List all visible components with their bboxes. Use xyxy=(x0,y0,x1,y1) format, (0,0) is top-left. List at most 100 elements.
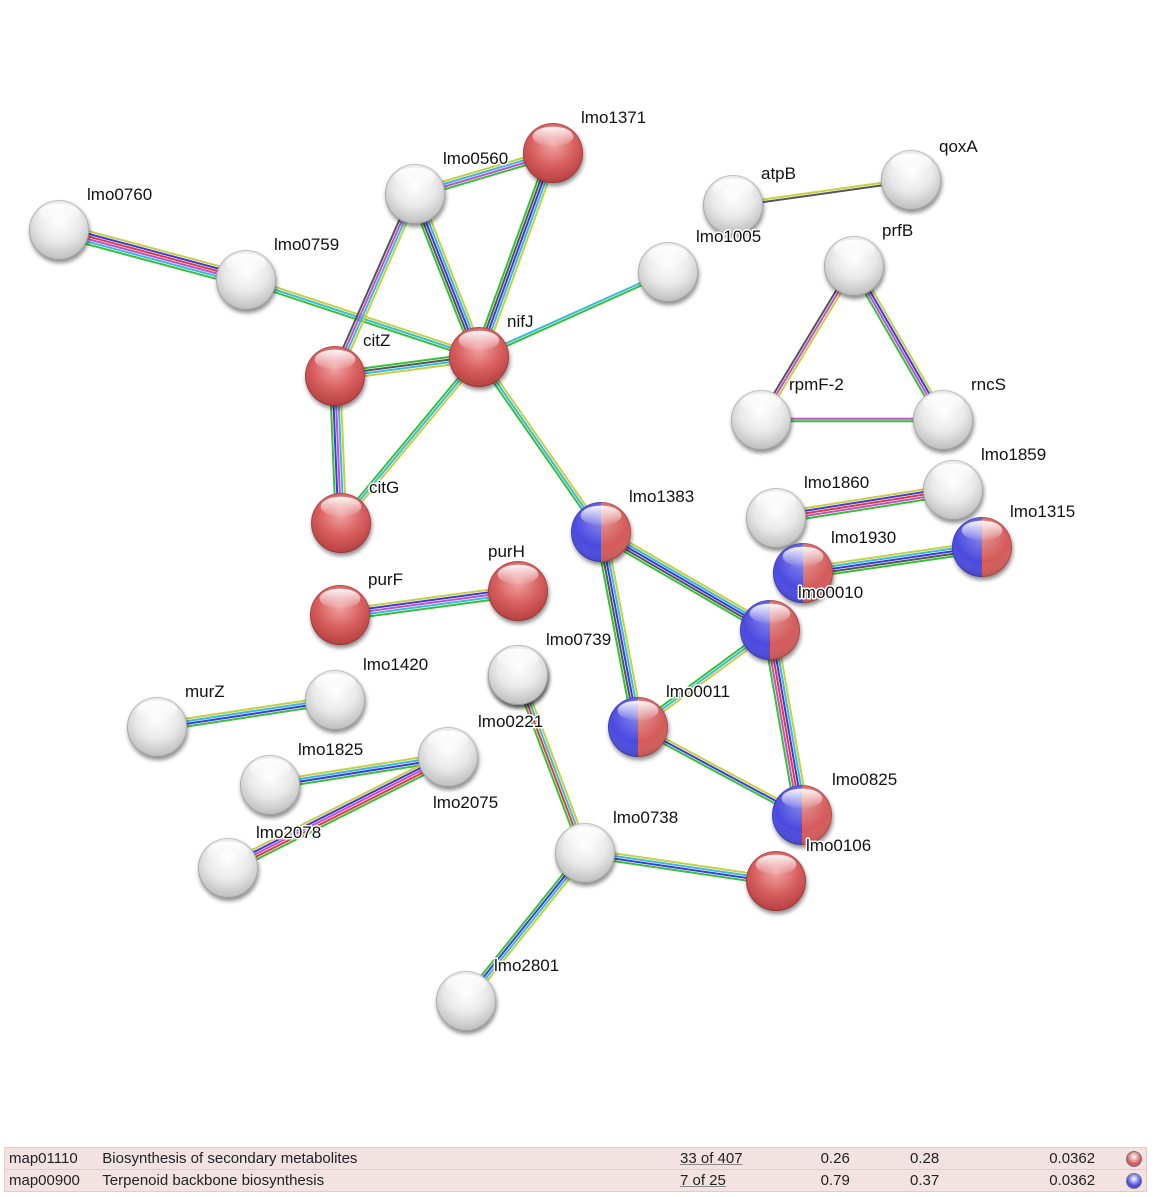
edge-lmo0560-citZ[interactable] xyxy=(330,192,420,378)
node-lmo1371[interactable]: lmo1371 xyxy=(523,107,648,183)
node-lmo0010[interactable]: lmo0010 xyxy=(740,582,865,660)
protein-network[interactable]: lmo0760 lmo0759 lmo0560 lmo1371 atpB qoxA lmo1… xyxy=(0,0,1170,1080)
node-prfB[interactable]: prfB xyxy=(824,220,915,296)
node-lmo2801[interactable]: lmo2801 xyxy=(436,955,561,1031)
edge-nifJ-lmo1005[interactable] xyxy=(478,269,669,360)
node-sphere xyxy=(824,236,884,296)
node-sphere xyxy=(731,390,791,450)
node-label: lmo2078 xyxy=(256,823,321,842)
node-lmo0221[interactable]: lmo0221 xyxy=(477,645,548,733)
legend-row[interactable]: map00900 Terpenoid backbone biosynthesis… xyxy=(4,1169,1147,1192)
edge-evidence-line xyxy=(464,851,585,1001)
edge-evidence-line xyxy=(637,726,803,816)
edge-lmo2078-lmo2075[interactable] xyxy=(225,751,451,874)
edge-evidence-line xyxy=(478,269,668,357)
edge-lmo0738-lmo0106[interactable] xyxy=(584,848,777,886)
node-lmo1420[interactable]: lmo1420 xyxy=(305,654,430,730)
node-purH[interactable]: purH xyxy=(487,541,548,621)
edge-lmo1383-lmo0011[interactable] xyxy=(594,530,645,729)
edge-lmo0011-lmo0825[interactable] xyxy=(636,723,804,819)
node-sphere xyxy=(608,697,668,757)
edge-evidence-line xyxy=(335,194,418,377)
edge-rpmF-2-rncS[interactable] xyxy=(761,417,943,423)
edge-lmo1383-lmo0010[interactable] xyxy=(597,526,774,636)
edge-nifJ-citG[interactable] xyxy=(338,354,482,526)
edge-lmo0739-lmo0738[interactable] xyxy=(513,673,590,855)
node-sphere xyxy=(29,200,89,260)
node-label: lmo0560 xyxy=(443,149,508,168)
node-label: lmo0221 xyxy=(478,712,543,731)
node-label: citZ xyxy=(363,331,390,350)
node-lmo2075[interactable]: lmo2075 xyxy=(418,727,500,814)
node-sphere xyxy=(703,175,763,235)
edge-evidence-line xyxy=(59,225,248,278)
term-signal: 0.28 xyxy=(910,1150,940,1167)
node-citZ[interactable]: citZ xyxy=(305,330,392,406)
term-count[interactable]: 7 of 25 xyxy=(680,1172,726,1189)
node-lmo1859[interactable]: lmo1859 xyxy=(923,444,1048,520)
node-label: nifJ xyxy=(507,312,533,331)
edge-lmo0010-lmo0825[interactable] xyxy=(762,628,810,817)
node-qoxA[interactable]: qoxA xyxy=(881,136,980,210)
nodes-layer: lmo0760 lmo0759 lmo0560 lmo1371 atpB qoxA lmo1… xyxy=(29,107,1077,1031)
edge-nifJ-lmo1383[interactable] xyxy=(476,354,604,535)
node-label: prfB xyxy=(882,221,913,240)
term-id: map00900 xyxy=(9,1172,80,1189)
color-swatch-icon[interactable] xyxy=(1126,1151,1142,1168)
edge-lmo1371-nifJ[interactable] xyxy=(473,150,559,360)
term-description: Terpenoid backbone biosynthesis xyxy=(102,1172,325,1189)
node-lmo0759[interactable]: lmo0759 xyxy=(216,234,341,310)
node-lmo1860[interactable]: lmo1860 xyxy=(746,472,871,548)
node-rncS[interactable]: rncS xyxy=(913,374,1007,450)
node-lmo1825[interactable]: lmo1825 xyxy=(240,739,365,815)
node-nifJ[interactable]: nifJ xyxy=(449,311,535,387)
edge-murZ-lmo1420[interactable] xyxy=(156,695,336,732)
legend-row[interactable]: map01110 Biosynthesis of secondary metab… xyxy=(4,1147,1147,1170)
node-murZ[interactable]: murZ xyxy=(127,681,226,757)
edge-evidence-line xyxy=(597,532,637,728)
node-sphere xyxy=(385,164,445,224)
edge-evidence-line xyxy=(762,630,797,817)
node-lmo0760[interactable]: lmo0760 xyxy=(29,184,154,260)
node-lmo0738[interactable]: lmo0738 xyxy=(555,807,680,883)
node-lmo0106[interactable]: lmo0106 xyxy=(746,835,873,911)
edge-evidence-line xyxy=(342,358,482,526)
node-atpB[interactable]: atpB xyxy=(703,163,797,235)
color-swatch-icon[interactable] xyxy=(1126,1173,1142,1190)
term-count[interactable]: 33 of 407 xyxy=(680,1150,743,1167)
node-lmo0011[interactable]: lmo0011 xyxy=(608,681,731,757)
node-lmo1930[interactable]: lmo1930 xyxy=(773,527,898,603)
term-description: Biosynthesis of secondary metabolites xyxy=(102,1150,358,1167)
edge-lmo0738-lmo2801[interactable] xyxy=(462,849,589,1005)
node-label: lmo1371 xyxy=(581,108,646,127)
edge-evidence-line xyxy=(585,850,777,881)
edge-evidence-line xyxy=(339,587,518,614)
edge-evidence-line xyxy=(584,853,776,884)
edge-evidence-line xyxy=(330,192,413,375)
node-lmo0825[interactable]: lmo0825 xyxy=(772,769,899,845)
node-purF[interactable]: purF xyxy=(310,569,404,645)
node-sphere xyxy=(240,755,300,815)
edge-lmo1930-lmo1315[interactable] xyxy=(802,540,983,580)
node-citG[interactable]: citG xyxy=(311,477,401,553)
edge-evidence-line xyxy=(478,152,554,358)
edges-layer xyxy=(57,148,983,1005)
term-strength: 0.26 xyxy=(820,1150,850,1167)
edge-evidence-line xyxy=(157,702,336,732)
node-lmo0560[interactable]: lmo0560 xyxy=(385,148,510,224)
edge-evidence-line xyxy=(602,531,642,727)
node-lmo2078[interactable]: lmo2078 xyxy=(198,822,323,898)
term-signal: 0.37 xyxy=(910,1172,940,1189)
edge-lmo0760-lmo0759[interactable] xyxy=(57,222,248,288)
node-label: purF xyxy=(368,570,403,589)
node-label: qoxA xyxy=(939,137,978,156)
edge-evidence-line xyxy=(515,675,585,854)
term-id: map01110 xyxy=(9,1150,78,1167)
node-label: lmo0759 xyxy=(274,235,339,254)
node-rpmF-2[interactable]: rpmF-2 xyxy=(731,374,845,450)
edge-lmo1825-lmo2075[interactable] xyxy=(269,752,449,790)
edge-purF-purH[interactable] xyxy=(339,584,519,622)
node-lmo1005[interactable]: lmo1005 xyxy=(638,226,763,302)
node-label: lmo1930 xyxy=(831,528,896,547)
